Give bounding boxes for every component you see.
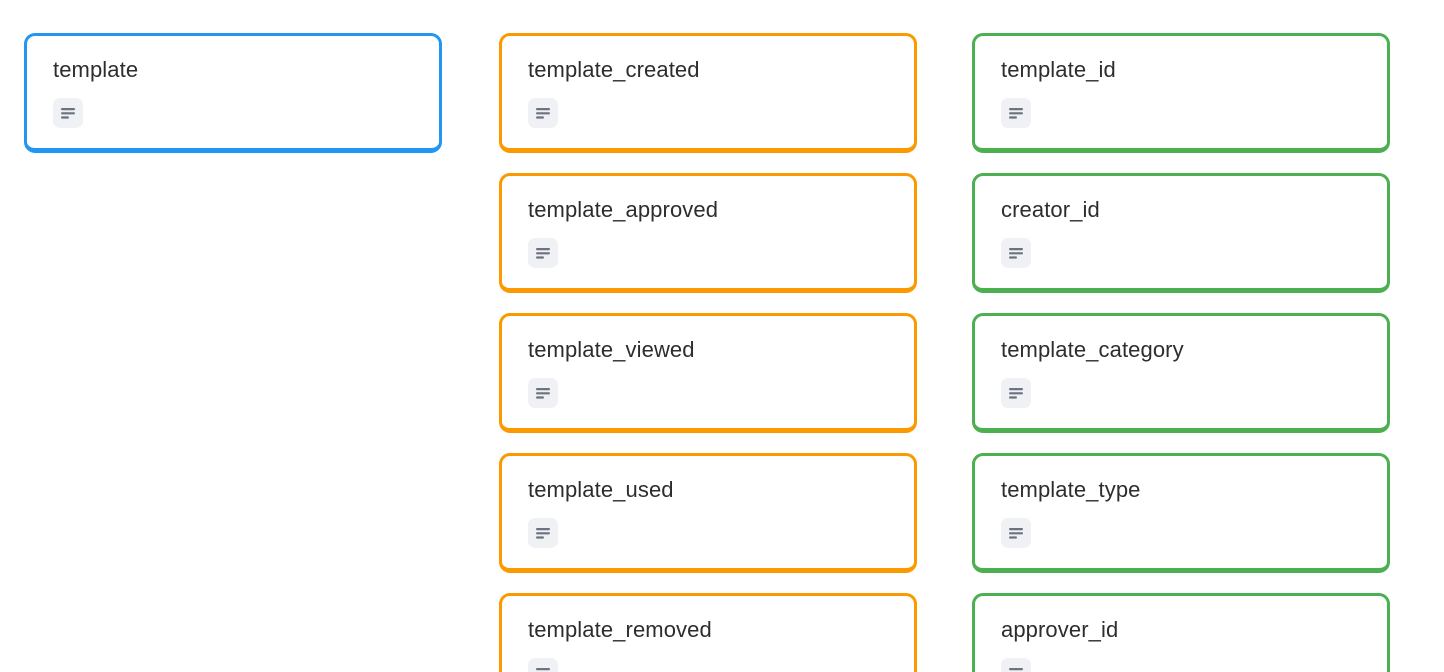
card-title: template_approved [528, 197, 719, 222]
text-lines-icon[interactable] [1001, 98, 1031, 128]
card-template-created[interactable]: template_created [499, 33, 917, 153]
card-template-category[interactable]: template_category [972, 313, 1390, 433]
card-approver-id[interactable]: approver_id [972, 593, 1390, 672]
card-template[interactable]: template [24, 33, 442, 153]
card-title: creator_id [1001, 197, 1100, 222]
card-title: template_created [528, 57, 700, 82]
card-title: template_id [1001, 57, 1116, 82]
card-template-viewed[interactable]: template_viewed [499, 313, 917, 433]
card-template-type[interactable]: template_type [972, 453, 1390, 573]
text-lines-icon[interactable] [528, 378, 558, 408]
text-lines-icon[interactable] [1001, 658, 1031, 672]
text-lines-icon[interactable] [528, 98, 558, 128]
card-title: approver_id [1001, 617, 1119, 642]
text-lines-icon[interactable] [528, 658, 558, 672]
text-lines-icon[interactable] [1001, 518, 1031, 548]
card-title: template [53, 57, 139, 82]
card-title: template_category [1001, 337, 1184, 362]
attributes-column: template_id creator_id template_cate [972, 33, 1390, 672]
entity-column: template [24, 33, 442, 173]
card-template-removed[interactable]: template_removed [499, 593, 917, 672]
card-title: template_type [1001, 477, 1141, 502]
text-lines-icon[interactable] [1001, 378, 1031, 408]
events-column: template_created template_approved t [499, 33, 917, 672]
card-template-approved[interactable]: template_approved [499, 173, 917, 293]
text-lines-icon[interactable] [1001, 238, 1031, 268]
card-template-id[interactable]: template_id [972, 33, 1390, 153]
text-lines-icon[interactable] [528, 238, 558, 268]
text-lines-icon[interactable] [53, 98, 83, 128]
text-lines-icon[interactable] [528, 518, 558, 548]
card-title: template_removed [528, 617, 712, 642]
card-title: template_viewed [528, 337, 695, 362]
card-creator-id[interactable]: creator_id [972, 173, 1390, 293]
card-template-used[interactable]: template_used [499, 453, 917, 573]
card-title: template_used [528, 477, 674, 502]
